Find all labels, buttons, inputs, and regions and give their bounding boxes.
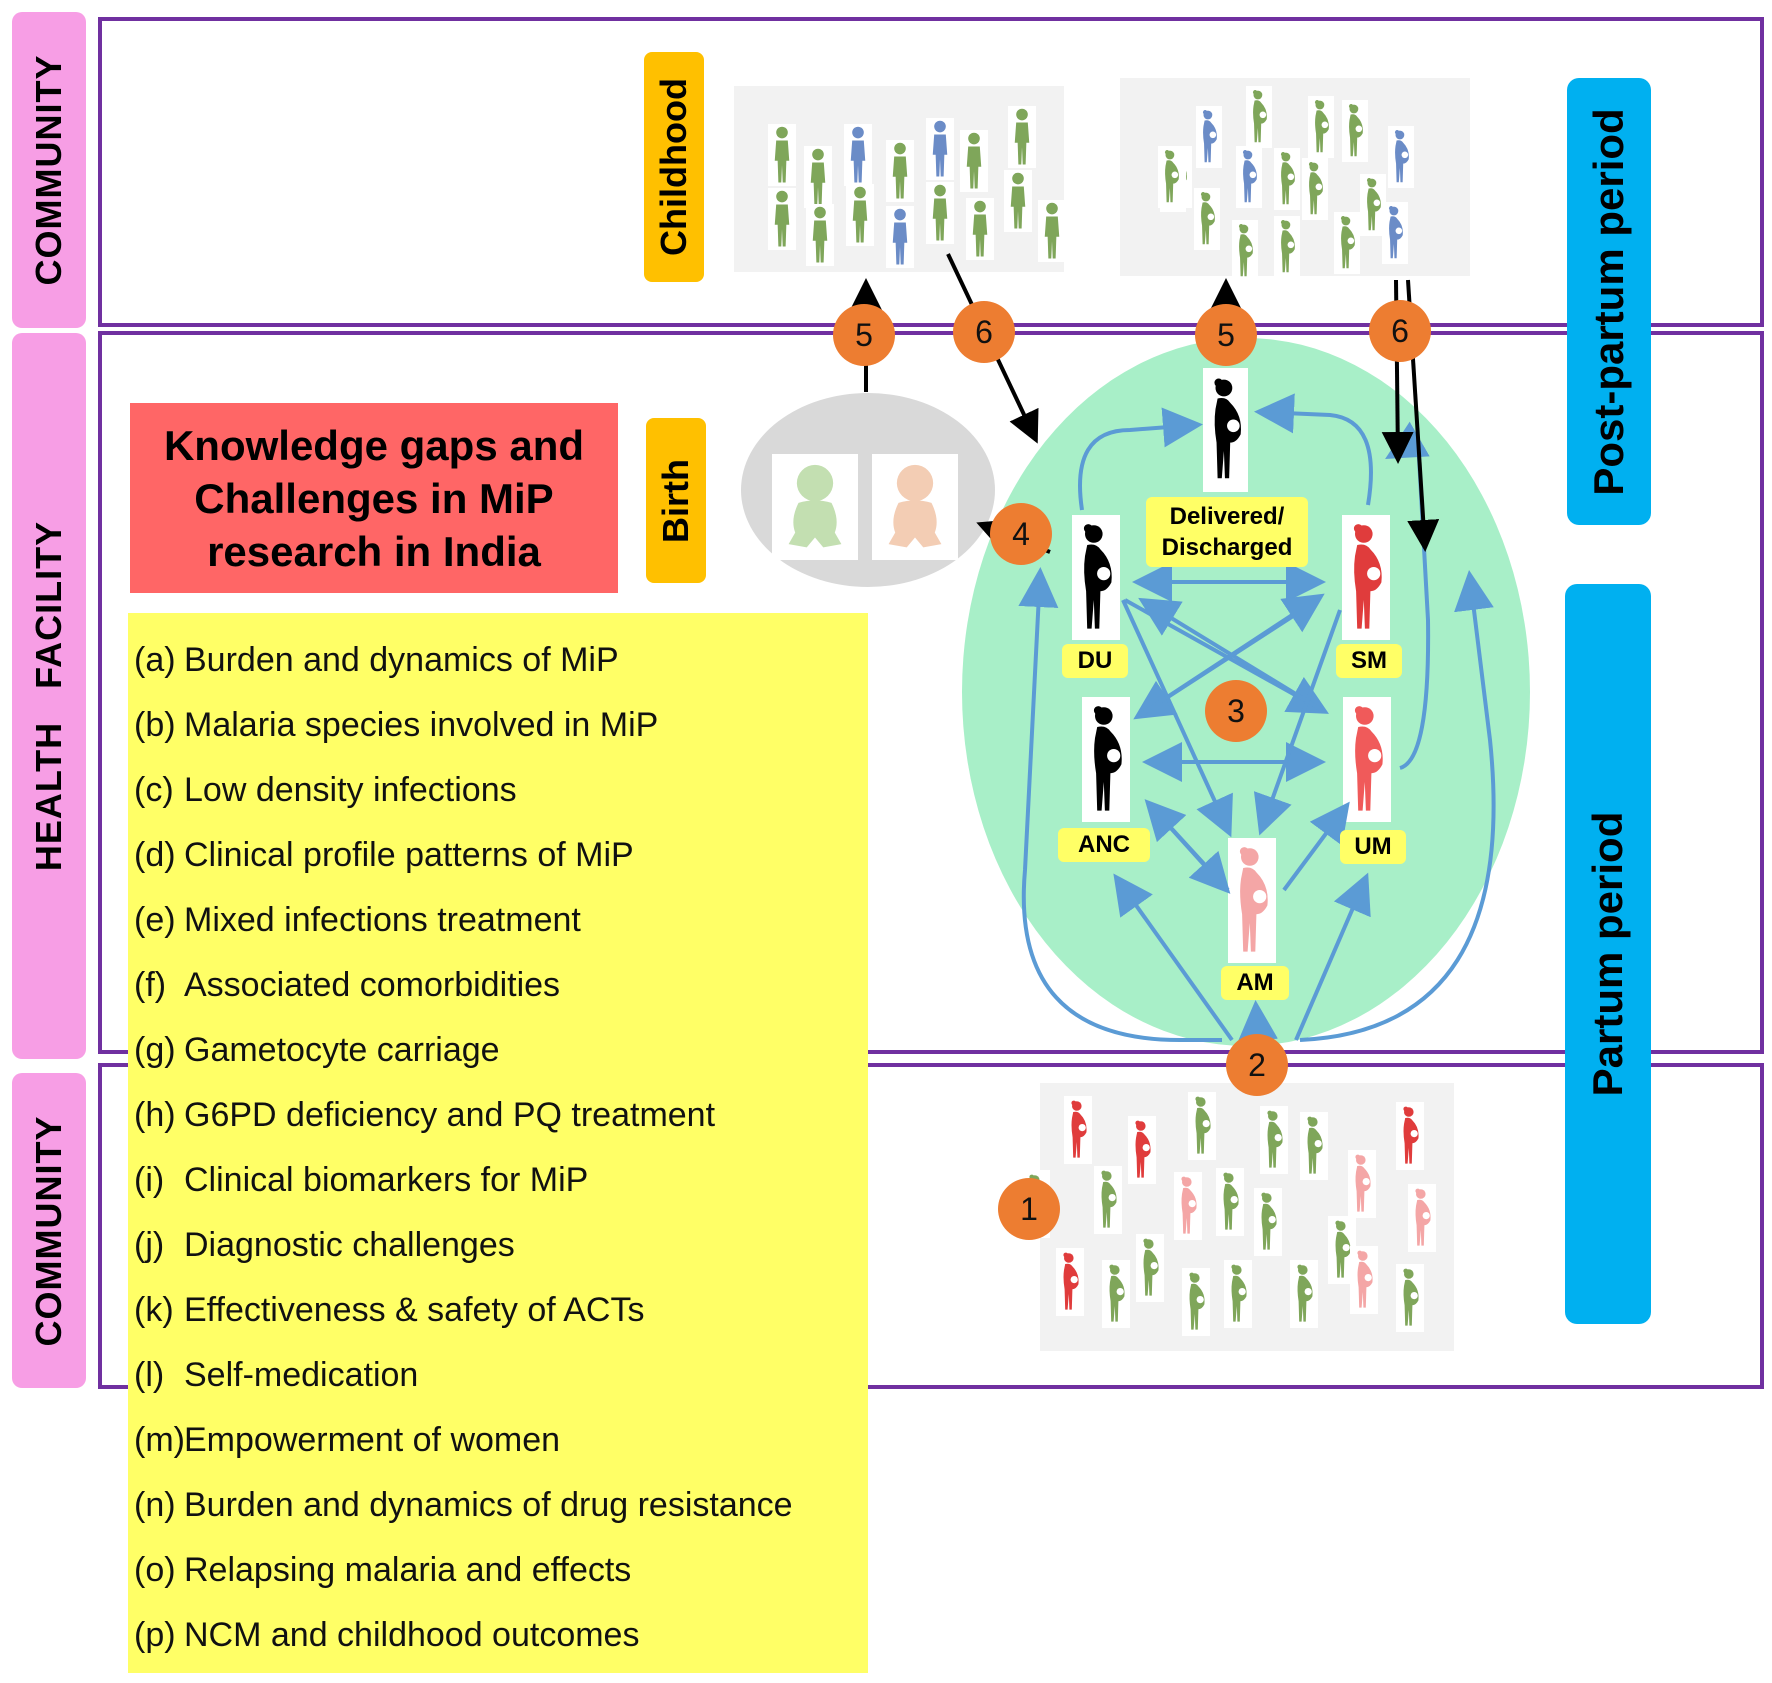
community-label-bottom: COMMUNITY — [12, 1073, 86, 1388]
knowledge-gap-text: Associated comorbidities — [184, 966, 561, 1004]
knowledge-gap-key: (j) — [134, 1226, 165, 1264]
knowledge-gap-key: (m) — [134, 1421, 185, 1459]
knowledge-gap-text: G6PD deficiency and PQ treatment — [184, 1096, 716, 1134]
knowledge-gap-text: Low density infections — [184, 771, 517, 809]
page-title: Knowledge gaps and Challenges in MiP res… — [163, 421, 585, 575]
knowledge-gap-text: Burden and dynamics of MiP — [184, 641, 619, 679]
knowledge-gap-item: (c) Low density infections — [134, 771, 517, 810]
knowledge-gap-item: (o)Relapsing malaria and effects — [134, 1551, 631, 1590]
um-tag: UM — [1340, 830, 1406, 864]
knowledge-gap-text: Self-medication — [184, 1356, 419, 1394]
knowledge-gap-text: Effectiveness & safety of ACTs — [184, 1291, 645, 1329]
knowledge-gap-text: Diagnostic challenges — [184, 1226, 515, 1264]
knowledge-gap-item: (i) Clinical biomarkers for MiP — [134, 1161, 588, 1200]
delivered-discharged-tag: Delivered/ Discharged — [1146, 497, 1308, 567]
knowledge-gap-text: Malaria species involved in MiP — [184, 706, 659, 744]
knowledge-gap-text: Burden and dynamics of drug resistance — [184, 1486, 793, 1524]
childhood-stage-box: Childhood — [644, 52, 704, 282]
health-facility-label: HEALTH FACILITY — [12, 333, 86, 1059]
knowledge-gap-key: (c) — [134, 771, 174, 809]
community-zone-bottom — [98, 1063, 1764, 1389]
title-box: Knowledge gaps and Challenges in MiP res… — [130, 403, 618, 593]
step-5-circle-postpartum: 5 — [1195, 304, 1257, 366]
step-2-circle: 2 — [1226, 1034, 1288, 1096]
community-label-top: COMMUNITY — [12, 12, 86, 328]
am-tag: AM — [1221, 966, 1289, 1000]
knowledge-gap-item: (e)Mixed infections treatment — [134, 901, 581, 940]
knowledge-gap-item: (b)Malaria species involved in MiP — [134, 706, 658, 745]
knowledge-gap-item: (n)Burden and dynamics of drug resistanc… — [134, 1486, 793, 1525]
knowledge-gap-item: (a)Burden and dynamics of MiP — [134, 641, 619, 680]
community-zone-top — [98, 17, 1764, 327]
knowledge-gap-item: (p)NCM and childhood outcomes — [134, 1616, 639, 1655]
knowledge-gap-key: (l) — [134, 1356, 165, 1394]
knowledge-gap-key: (n) — [134, 1486, 176, 1524]
knowledge-gap-text: Gametocyte carriage — [184, 1031, 500, 1069]
knowledge-gap-text: Empowerment of women — [184, 1421, 561, 1459]
step-6-circle-childhood: 6 — [953, 301, 1015, 363]
du-tag: DU — [1062, 644, 1128, 678]
knowledge-gap-key: (f) — [134, 966, 167, 1004]
birth-stage-box: Birth — [646, 418, 706, 583]
knowledge-gap-item: (f) Associated comorbidities — [134, 966, 560, 1005]
sm-tag: SM — [1336, 644, 1402, 678]
knowledge-gap-text: Relapsing malaria and effects — [184, 1551, 632, 1589]
health-facility-zone — [98, 331, 1764, 1054]
step-5-circle-childhood: 5 — [833, 304, 895, 366]
step-1-circle: 1 — [998, 1178, 1060, 1240]
partum-period-box: Partum period — [1565, 584, 1651, 1324]
knowledge-gap-key: (p) — [134, 1616, 176, 1654]
knowledge-gap-key: (e) — [134, 901, 176, 939]
knowledge-gap-item: (g)Gametocyte carriage — [134, 1031, 500, 1070]
knowledge-gap-item: (d)Clinical profile patterns of MiP — [134, 836, 634, 875]
knowledge-gap-key: (i) — [134, 1161, 165, 1199]
knowledge-gap-text: Mixed infections treatment — [184, 901, 581, 939]
step-3-circle: 3 — [1205, 680, 1267, 742]
knowledge-gap-key: (b) — [134, 706, 176, 744]
knowledge-gap-item: (l) Self-medication — [134, 1356, 418, 1395]
knowledge-gaps-list: (a)Burden and dynamics of MiP(b)Malaria … — [128, 613, 868, 1673]
post-partum-period-box: Post-partum period — [1567, 78, 1651, 525]
knowledge-gap-item: (j) Diagnostic challenges — [134, 1226, 515, 1265]
knowledge-gap-item: (m)Empowerment of women — [134, 1421, 560, 1460]
knowledge-gap-item: (h)G6PD deficiency and PQ treatment — [134, 1096, 715, 1135]
knowledge-gap-key: (g) — [134, 1031, 176, 1069]
knowledge-gap-key: (a) — [134, 641, 176, 679]
knowledge-gap-text: NCM and childhood outcomes — [184, 1616, 640, 1654]
knowledge-gap-key: (k) — [134, 1291, 174, 1329]
step-6-circle-postpartum: 6 — [1369, 300, 1431, 362]
knowledge-gap-text: Clinical profile patterns of MiP — [184, 836, 634, 874]
knowledge-gap-key: (o) — [134, 1551, 176, 1589]
knowledge-gap-text: Clinical biomarkers for MiP — [184, 1161, 589, 1199]
knowledge-gap-key: (h) — [134, 1096, 176, 1134]
step-4-circle: 4 — [990, 503, 1052, 565]
knowledge-gap-key: (d) — [134, 836, 176, 874]
knowledge-gap-item: (k) Effectiveness & safety of ACTs — [134, 1291, 644, 1330]
anc-tag: ANC — [1058, 828, 1150, 862]
